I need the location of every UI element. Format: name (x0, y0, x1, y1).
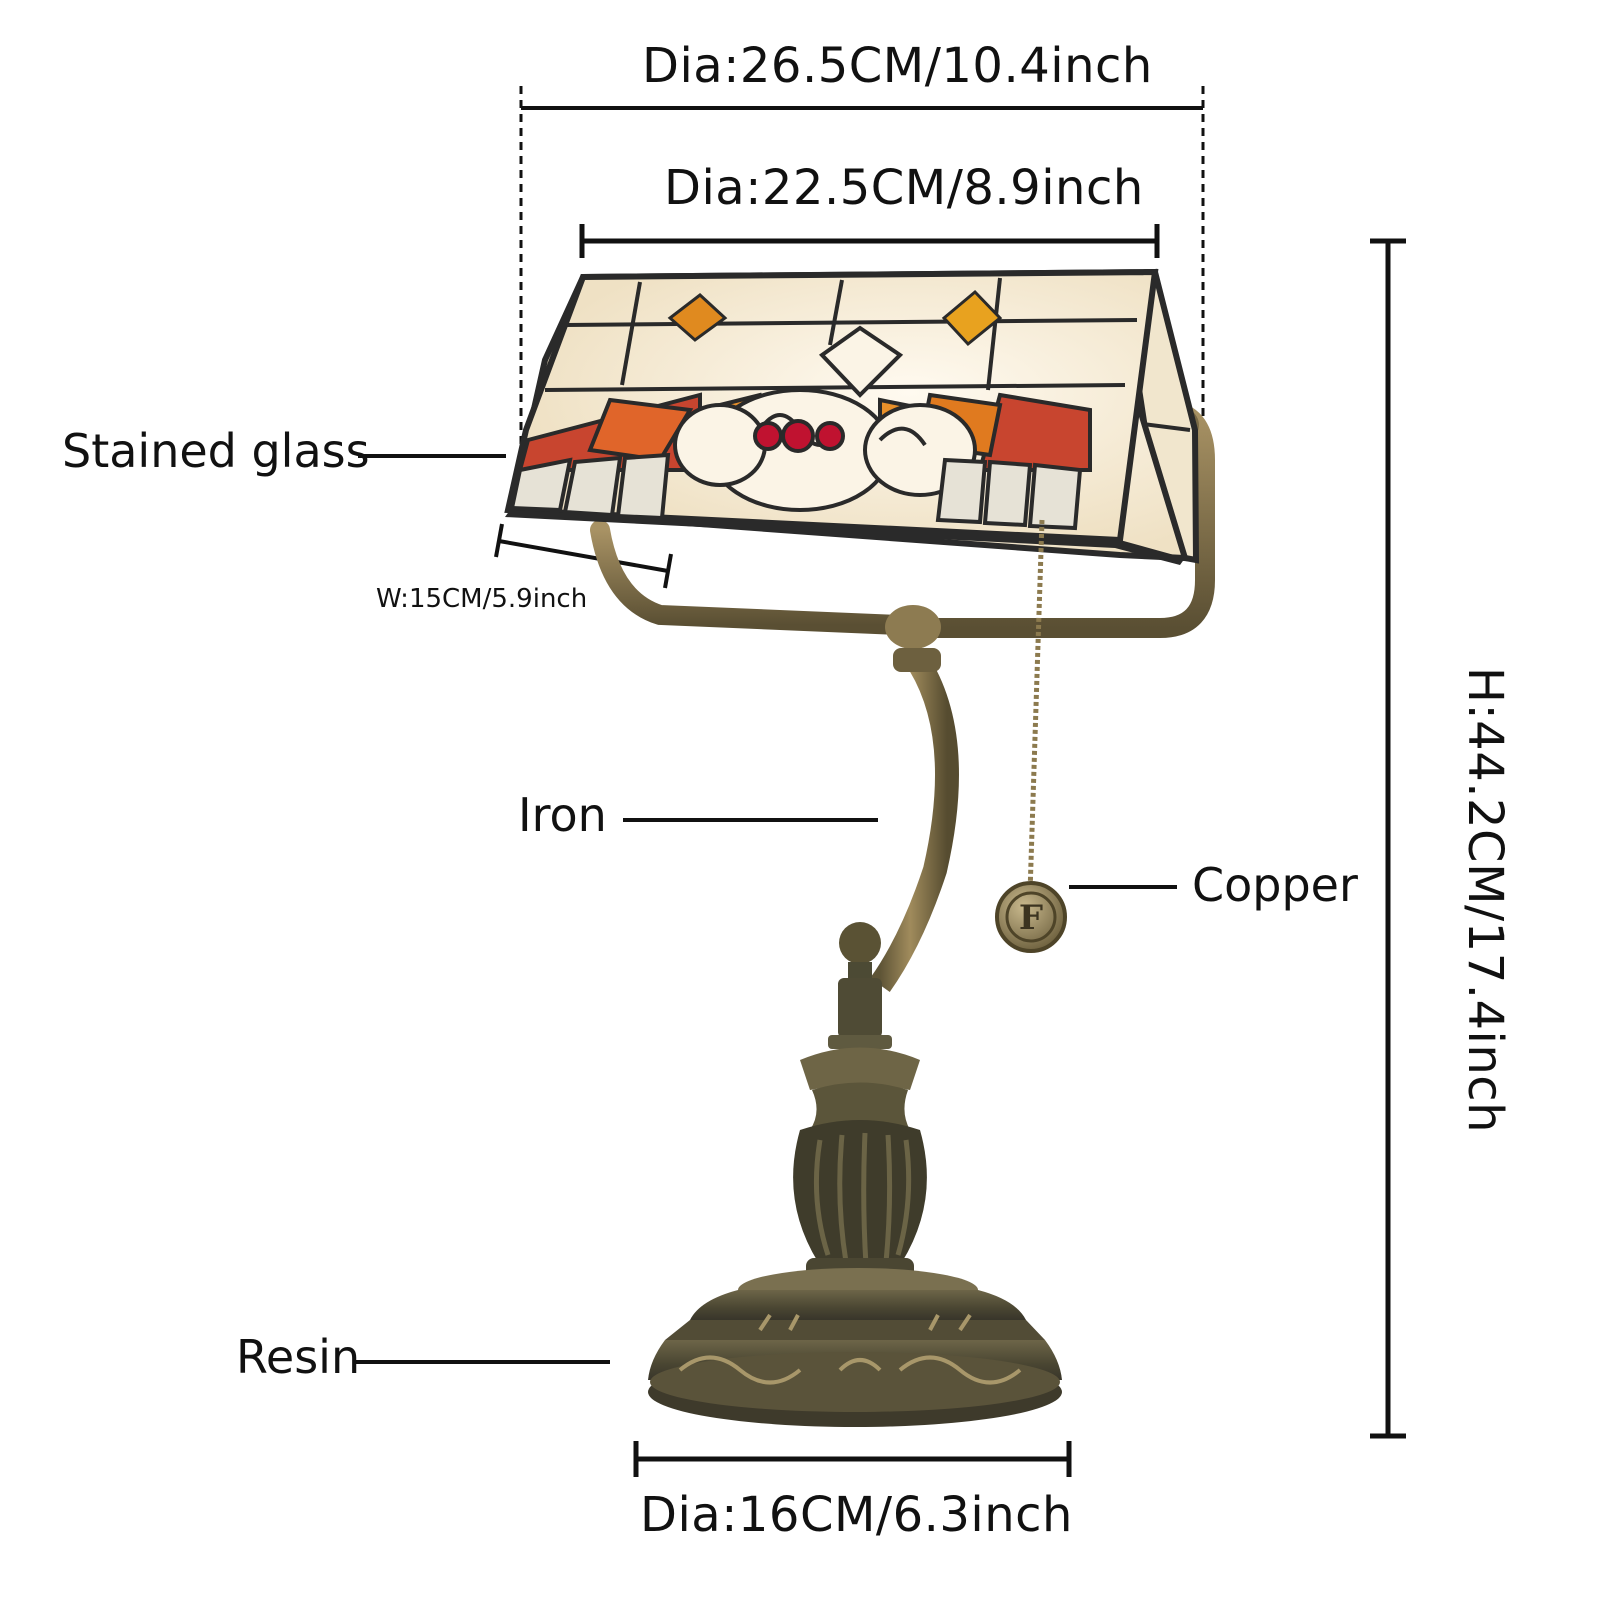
lamp-stem (870, 605, 959, 992)
copper-label: Copper (1192, 858, 1358, 912)
outer-diameter-label: Dia:26.5CM/10.4inch (642, 38, 1153, 94)
resin-label: Resin (236, 1330, 361, 1384)
shade-width-label: W:15CM/5.9inch (376, 584, 588, 614)
iron-label: Iron (518, 788, 607, 842)
pull-chain-letter: F (1019, 898, 1043, 938)
shade-clear-glass-row (509, 452, 1083, 531)
height-label: H:44.2CM/17.4inch (1457, 666, 1513, 1134)
stained-glass-label: Stained glass (62, 424, 370, 478)
dimension-lines (494, 86, 1406, 1477)
leader-lines (354, 454, 1177, 1364)
lamp-base (648, 922, 1062, 1427)
pull-chain: F (995, 519, 1067, 953)
stained-glass-shade (504, 268, 1200, 565)
shade-floral-band (517, 388, 1092, 512)
base-diameter-label: Dia:16CM/6.3inch (640, 1487, 1073, 1543)
inner-diameter-label: Dia:22.5CM/8.9inch (664, 160, 1144, 216)
